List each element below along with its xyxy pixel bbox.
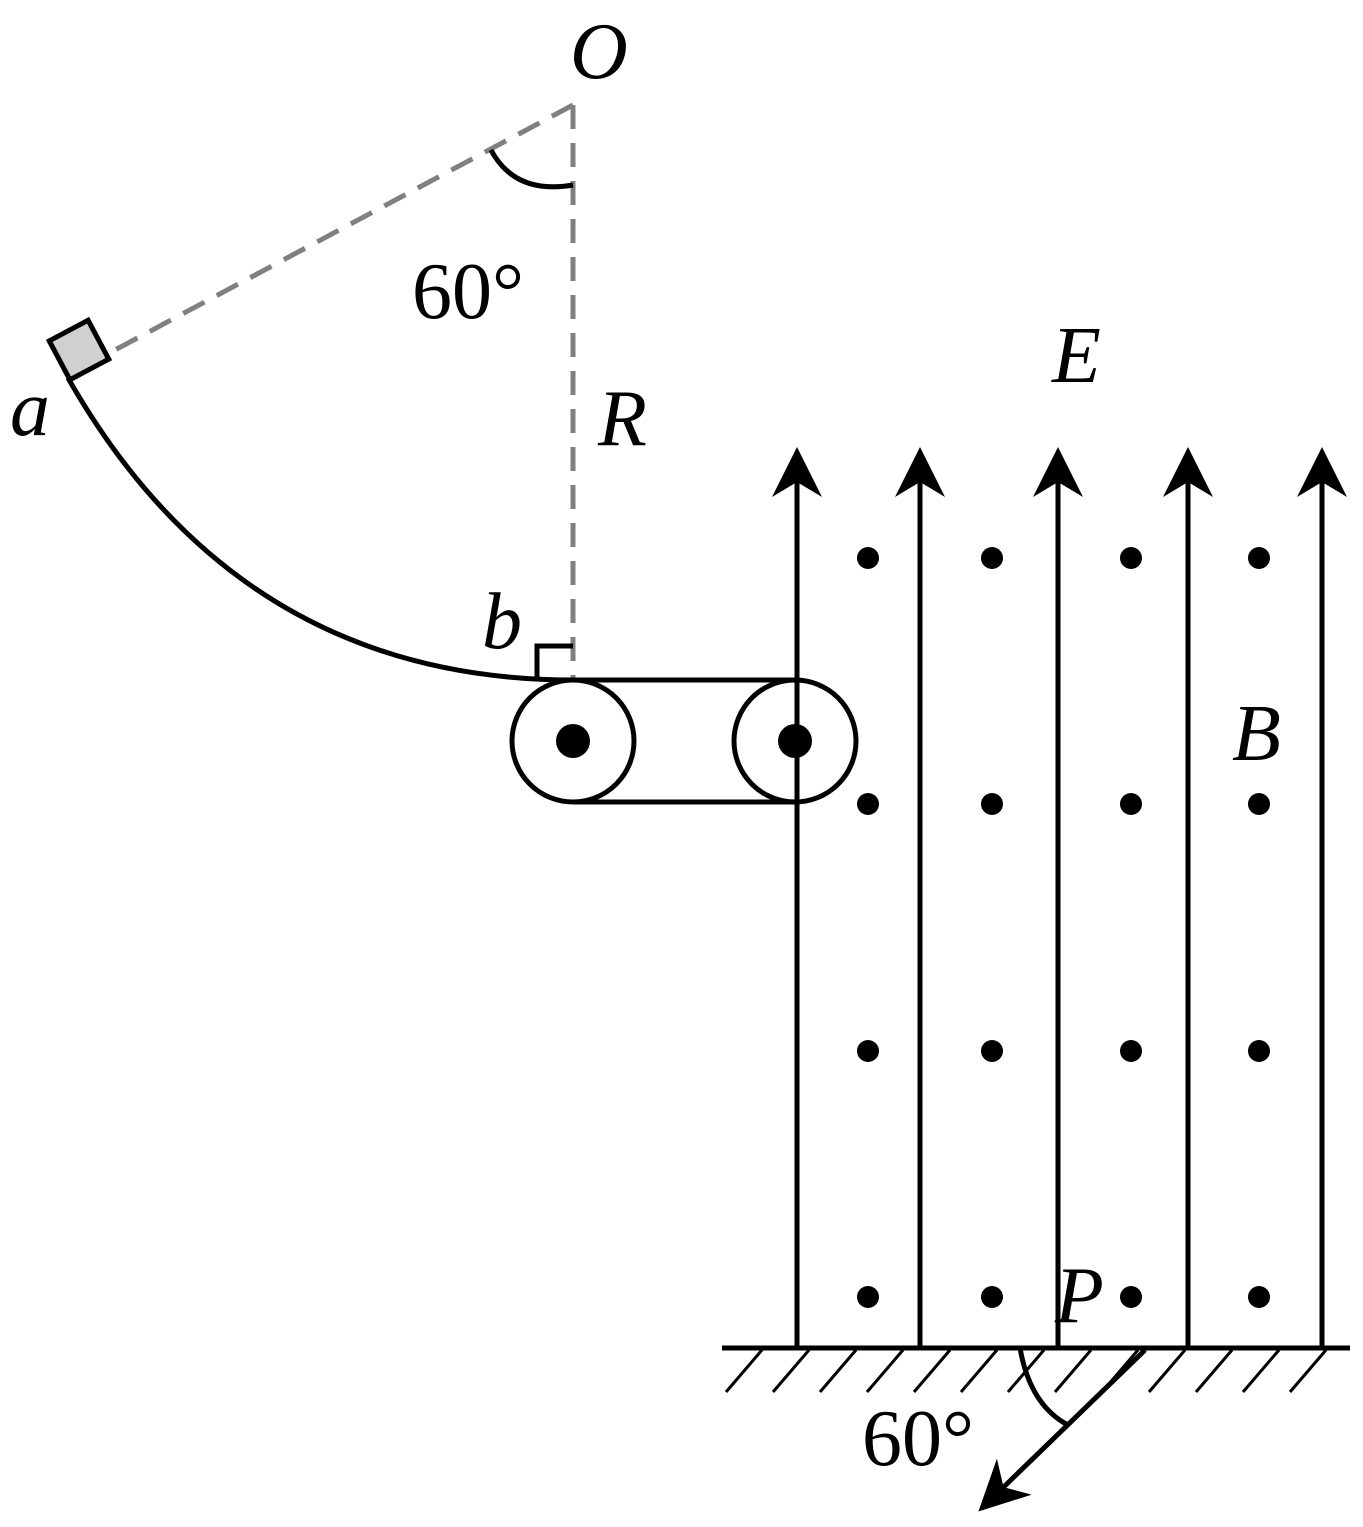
angle-arc-top [488,148,574,190]
ground [722,1345,1350,1393]
label-radius: R [597,375,647,463]
right-angle-mark-b [534,643,573,680]
pulley-left [509,677,637,805]
field-dot [857,793,879,815]
field-dot [981,1286,1003,1308]
field-dot [1120,1286,1142,1308]
block-a [45,316,113,384]
field-dot [981,1040,1003,1062]
electric-field-lines [772,447,1347,1348]
field-dot [857,1286,879,1308]
label-origin: O [570,8,628,96]
label-point-p: P [1054,1252,1104,1340]
circular-track [65,376,574,683]
label-angle-top: 60° [412,248,524,336]
field-dot [981,793,1003,815]
field-dot [857,1040,879,1062]
dashed-radius-slanted [98,102,575,361]
label-angle-bottom: 60° [862,1395,974,1483]
field-dot [981,547,1003,569]
label-point-a: a [10,365,50,453]
magnetic-field-dots [857,547,1270,1308]
angle-arc-bottom [1017,1347,1070,1428]
label-point-b: b [482,578,522,666]
field-dot [1248,793,1270,815]
field-dot [1120,1040,1142,1062]
field-dot [1248,547,1270,569]
conveyor-belt [509,677,859,805]
label-magnetic-field: B [1232,690,1281,778]
field-dot [1120,547,1142,569]
field-dot [1120,793,1142,815]
label-electric-field: E [1051,312,1101,400]
field-dot [1248,1040,1270,1062]
exit-velocity-arrow [978,1348,1147,1512]
field-dot [857,547,879,569]
field-dot [1248,1286,1270,1308]
pulley-left-axle [556,724,590,758]
